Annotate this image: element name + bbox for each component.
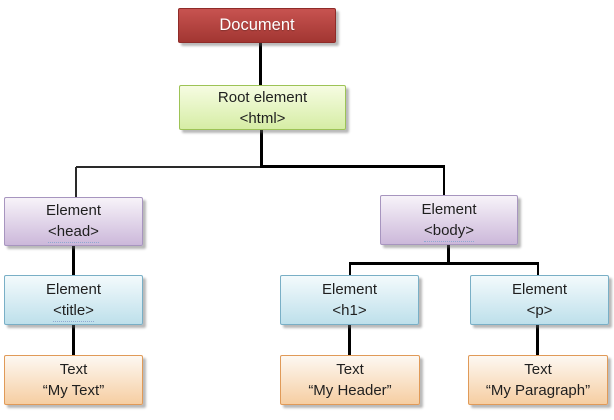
- node-h1-label: Element: [321, 281, 378, 298]
- node-root-element-html: Root element <html>: [179, 85, 346, 130]
- node-element-title: Element <title>: [4, 275, 143, 325]
- node-element-h1: Element <h1>: [280, 275, 419, 325]
- node-element-p: Element <p>: [470, 275, 609, 325]
- connector-head-drop: [75, 167, 77, 197]
- node-text-h1-value: “My Header”: [308, 382, 392, 399]
- node-body-label: Element: [421, 200, 477, 218]
- connector-body-drop: [443, 166, 445, 195]
- node-p-label: Element: [511, 281, 568, 298]
- connector-head-title: [72, 245, 75, 275]
- node-head-label: Element: [45, 202, 102, 219]
- node-text-title-value: “My Text”: [42, 382, 105, 399]
- node-text-title-label: Text: [59, 361, 88, 378]
- connector-p-drop: [537, 264, 539, 275]
- connector-p-text: [536, 324, 539, 355]
- node-text-my-header: Text “My Header”: [280, 355, 420, 405]
- node-head-tag: <head>: [48, 221, 99, 243]
- node-element-body: Element <body>: [380, 195, 518, 245]
- connector-h1-drop: [349, 264, 351, 275]
- node-html-tag: <html>: [239, 109, 286, 127]
- node-html-label: Root element: [217, 88, 308, 106]
- node-text-my-paragraph: Text “My Paragraph”: [468, 355, 608, 405]
- connector-html-body-horizontal: [260, 165, 445, 168]
- node-document-label: Document: [219, 16, 295, 34]
- node-element-head: Element <head>: [4, 197, 143, 246]
- connector-document-html: [259, 42, 262, 86]
- connector-body-children-horizontal: [349, 262, 539, 265]
- node-text-h1-label: Text: [336, 361, 364, 378]
- connector-html-head-horizontal: [76, 166, 261, 168]
- connector-html-stem: [260, 129, 263, 167]
- connector-h1-text: [348, 324, 351, 355]
- node-text-my-text: Text “My Text”: [4, 355, 143, 405]
- node-text-p-value: “My Paragraph”: [485, 382, 591, 399]
- node-body-tag: <body>: [423, 220, 475, 242]
- node-document: Document: [178, 8, 336, 43]
- connector-body-stem: [447, 244, 450, 264]
- node-p-tag: <p>: [526, 302, 553, 319]
- node-title-label: Element: [45, 280, 102, 298]
- node-text-p-label: Text: [524, 361, 552, 378]
- connector-title-text: [72, 324, 75, 355]
- node-h1-tag: <h1>: [332, 302, 367, 319]
- node-title-tag: <title>: [53, 300, 94, 322]
